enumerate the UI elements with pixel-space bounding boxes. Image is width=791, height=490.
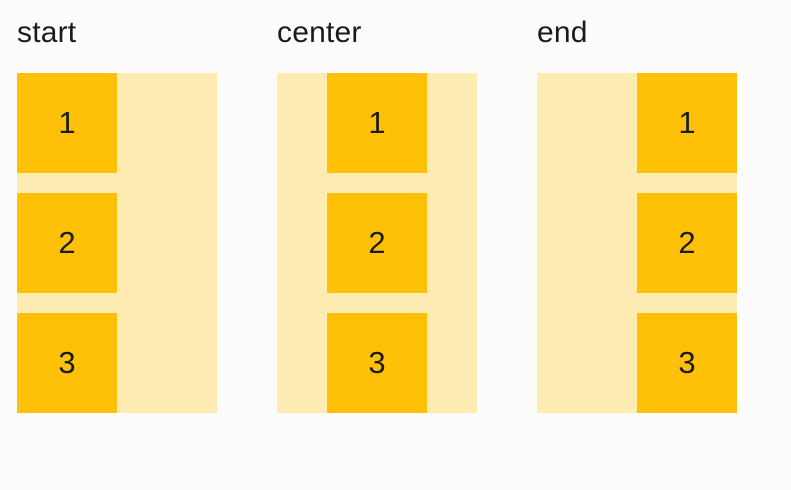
- demo-container-start: 1 2 3: [17, 73, 217, 413]
- demo-container-center: 1 2 3: [277, 73, 477, 413]
- alignment-demos: start 1 2 3 center 1 2 3 end 1 2 3: [17, 14, 737, 413]
- demo-label-start: start: [17, 16, 77, 49]
- demo-item: 3: [637, 313, 737, 413]
- demo-item: 2: [17, 193, 117, 293]
- demo-item: 2: [327, 193, 427, 293]
- demo-item: 3: [17, 313, 117, 413]
- demo-column-start: start 1 2 3: [17, 14, 217, 413]
- demo-column-end: end 1 2 3: [537, 14, 737, 413]
- demo-column-center: center 1 2 3: [277, 14, 477, 413]
- demo-item: 1: [637, 73, 737, 173]
- demo-item: 2: [637, 193, 737, 293]
- demo-label-center: center: [277, 16, 362, 49]
- demo-item: 1: [17, 73, 117, 173]
- demo-label-end: end: [537, 16, 588, 49]
- demo-item: 1: [327, 73, 427, 173]
- demo-container-end: 1 2 3: [537, 73, 737, 413]
- demo-item: 3: [327, 313, 427, 413]
